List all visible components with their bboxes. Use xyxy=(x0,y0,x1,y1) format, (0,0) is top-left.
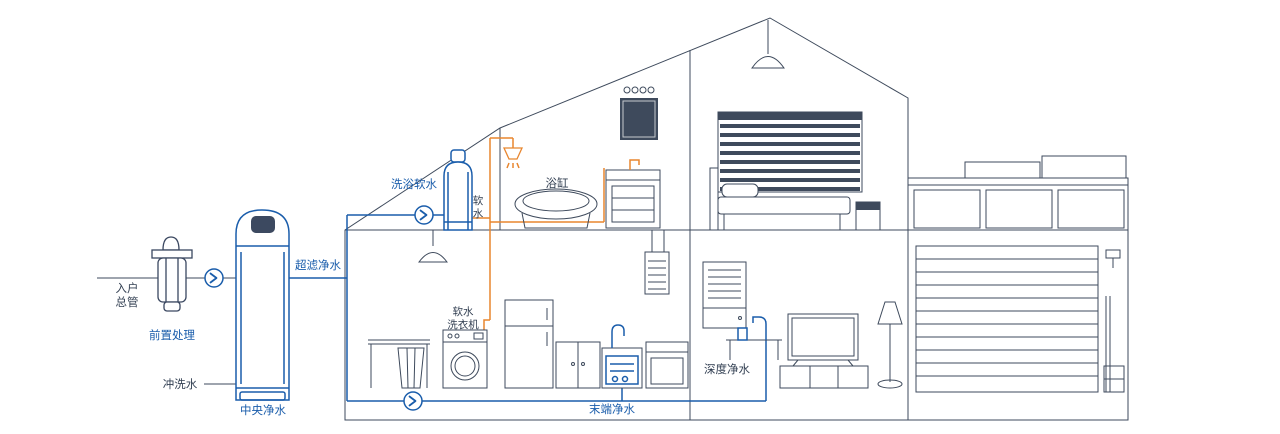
pipes-blue xyxy=(289,214,767,402)
laundry-basket xyxy=(397,347,425,389)
vanity-faucet-icon xyxy=(629,159,640,170)
label-soft-washer-line2: 洗衣机 xyxy=(447,318,479,331)
deep-purifier-faucet-icon xyxy=(752,316,767,340)
label-soft-water-char2: 水 xyxy=(473,208,484,220)
sink-cabinet xyxy=(601,324,643,389)
label-pre-treatment: 前置处理 xyxy=(149,328,195,342)
purifier-display xyxy=(251,216,275,233)
flow-arrow-terminal xyxy=(403,391,423,411)
kitchen-cabinet xyxy=(555,341,601,389)
flow-arrow-soft xyxy=(414,205,434,225)
fridge xyxy=(504,299,554,389)
tv xyxy=(787,313,859,367)
water-station-table xyxy=(726,339,782,360)
labels: 入户 总管 前置处理 冲洗水 中央净水 超滤净水 洗浴软水 软 水 浴缸 软水 … xyxy=(116,176,751,417)
roof-railing xyxy=(908,155,1128,229)
vanity xyxy=(605,159,661,229)
garage xyxy=(908,155,1128,393)
range-hood xyxy=(644,230,670,295)
label-inlet-line1: 入户 xyxy=(116,281,139,295)
vent-cabinet xyxy=(702,261,747,329)
label-deep-purifier: 深度净水 xyxy=(704,362,750,376)
bathroom xyxy=(514,86,661,229)
washing-machine xyxy=(442,329,488,389)
bed xyxy=(709,167,851,231)
living-room xyxy=(702,261,903,389)
ceiling-lamp xyxy=(751,20,785,69)
terminal-faucet-icon xyxy=(611,324,625,348)
downspout xyxy=(1105,296,1111,392)
pendant-lamp xyxy=(418,230,448,263)
window-blinds xyxy=(717,111,863,193)
flow-arrow-inlet xyxy=(204,268,224,288)
side-table xyxy=(368,339,430,388)
bedroom xyxy=(709,20,881,231)
kitchen xyxy=(504,230,689,389)
garage-door xyxy=(915,245,1099,393)
label-bath-soft-water: 洗浴软水 xyxy=(391,177,437,191)
label-inlet-line2: 总管 xyxy=(116,295,139,309)
label-terminal-purifier: 末端净水 xyxy=(589,402,635,416)
central-purifier xyxy=(235,209,290,401)
label-flush-water: 冲洗水 xyxy=(163,377,198,391)
pipes-orange xyxy=(470,137,605,330)
wall-lamp xyxy=(1105,249,1121,268)
label-bathtub: 浴缸 xyxy=(546,176,569,190)
pre-filter xyxy=(151,236,193,312)
corner-boxes xyxy=(1103,365,1125,393)
label-soft-washer-line1: 软水 xyxy=(453,305,474,318)
label-central-purifier: 中央净水 xyxy=(240,403,286,417)
label-soft-water-char1: 软 xyxy=(473,194,484,207)
floor-lamp xyxy=(877,301,903,389)
bathtub xyxy=(514,188,598,229)
left-room xyxy=(368,230,488,389)
oven xyxy=(645,341,689,389)
ro-unit xyxy=(605,355,639,385)
water-softener xyxy=(443,149,473,231)
label-ultrafiltration: 超滤净水 xyxy=(295,258,341,272)
shower-head-icon xyxy=(502,147,524,169)
water-cup-icon xyxy=(737,327,748,341)
tv-cabinet xyxy=(779,365,869,389)
vanity-lights xyxy=(623,86,655,94)
nightstand xyxy=(855,201,881,231)
mirror-cabinet xyxy=(620,98,658,140)
